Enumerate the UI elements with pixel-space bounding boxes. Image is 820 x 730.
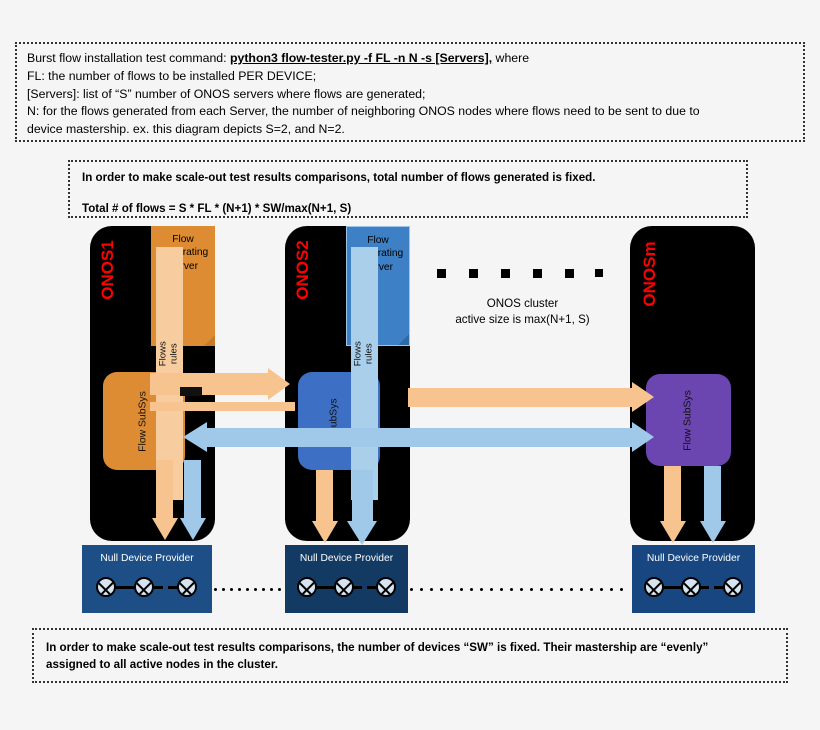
cluster-ellipsis-dots bbox=[437, 269, 607, 281]
page-fold-icon bbox=[204, 335, 215, 346]
null-device-provider-m: Null Device Provider bbox=[632, 545, 755, 613]
device-icon bbox=[723, 577, 743, 597]
arrow-onos1-to-onos2-orange bbox=[150, 368, 290, 400]
page-fold-icon bbox=[398, 334, 409, 345]
cluster-caption: ONOS cluster active size is max(N+1, S) bbox=[420, 296, 625, 327]
device-icon bbox=[177, 577, 197, 597]
note-mid-formula: Total # of flows = S * FL * (N+1) * SW/m… bbox=[82, 201, 352, 215]
command-text: python3 flow-tester.py -f FL -n N -s [Se… bbox=[229, 51, 493, 65]
arrow-down-orange-1 bbox=[152, 460, 178, 545]
onos-node-1-label: ONOS1 bbox=[98, 240, 117, 300]
note-top-line1-pre: Burst flow installation test command: bbox=[27, 51, 230, 65]
fgs2-line1: Flow bbox=[367, 235, 389, 246]
note-total-flows: In order to make scale-out test results … bbox=[68, 160, 748, 218]
arrow-down-orange-m bbox=[660, 466, 686, 548]
flow-subsys-m: Flow SubSys bbox=[646, 374, 731, 466]
onos-node-2-label: ONOS2 bbox=[293, 240, 312, 300]
null-device-provider-1: Null Device Provider bbox=[82, 545, 212, 613]
arrow-down-blue-m bbox=[700, 466, 726, 548]
arrow-to-onosm-orange bbox=[408, 382, 658, 412]
arrow-down-blue-2 bbox=[347, 470, 377, 548]
arrow-onos2-to-onos1-blue bbox=[183, 422, 413, 452]
device-icon bbox=[376, 577, 396, 597]
note-mid-line-1: In order to make scale-out test results … bbox=[82, 171, 596, 184]
device-chain-dots-1 bbox=[214, 588, 284, 592]
device-row-2 bbox=[285, 575, 408, 601]
device-icon bbox=[297, 577, 317, 597]
null-device-provider-2: Null Device Provider bbox=[285, 545, 408, 613]
note-top-line-4: N: for the flows generated from each Ser… bbox=[27, 104, 700, 119]
note-test-command: Burst flow installation test command: py… bbox=[15, 42, 805, 142]
device-row-1 bbox=[82, 575, 212, 601]
fgs1-line1: Flow bbox=[172, 234, 194, 245]
cluster-caption-line-1: ONOS cluster bbox=[486, 297, 559, 310]
arrow-down-blue-1 bbox=[180, 460, 206, 545]
onos-node-m-label: ONOSm bbox=[640, 241, 659, 307]
device-icon bbox=[134, 577, 154, 597]
device-icon bbox=[334, 577, 354, 597]
arrow-to-onosm-blue bbox=[398, 422, 658, 452]
black-marker-segment bbox=[180, 387, 202, 396]
device-row-m bbox=[632, 575, 755, 601]
flow-subsys-2-label: w SubSys bbox=[328, 398, 340, 445]
device-icon bbox=[644, 577, 664, 597]
band2-line2: rules bbox=[363, 343, 374, 365]
ndp-1-title: Null Device Provider bbox=[100, 553, 194, 564]
arrow-down-orange-2 bbox=[312, 470, 338, 548]
note-device-mastership: In order to make scale-out test results … bbox=[32, 628, 788, 683]
note-top-line-2: FL: the number of flows to be installed … bbox=[27, 68, 317, 83]
device-icon bbox=[681, 577, 701, 597]
band1-line1: Flows bbox=[157, 341, 169, 367]
fgs1-line2: Generating bbox=[157, 247, 209, 259]
note-top-line-5: device mastership. ex. this diagram depi… bbox=[27, 122, 345, 137]
band1-line2: rules bbox=[168, 343, 179, 365]
cluster-caption-line-2: active size is max(N+1, S) bbox=[455, 312, 590, 326]
fgs2-line2: Generating bbox=[352, 248, 404, 260]
note-bottom-line-2: assigned to all active nodes in the clus… bbox=[46, 657, 278, 671]
ndp-2-title: Null Device Provider bbox=[299, 553, 394, 564]
orange-connector-stub bbox=[150, 402, 295, 411]
device-chain-dots-2 bbox=[410, 588, 630, 592]
note-top-line-1: Burst flow installation test command: py… bbox=[27, 50, 793, 68]
flow-subsys-m-label: Flow SubSys bbox=[682, 390, 694, 451]
flow-subsys-1-label: Flow SubSys bbox=[137, 391, 149, 452]
ndp-m-title: Null Device Provider bbox=[646, 553, 741, 564]
device-icon bbox=[96, 577, 116, 597]
note-bottom-line-1: In order to make scale-out test results … bbox=[46, 641, 709, 654]
note-top-line-3: [Servers]: list of “S” number of ONOS se… bbox=[27, 86, 426, 101]
note-top-line1-post: where bbox=[492, 51, 530, 65]
band2-line1: Flows bbox=[352, 341, 364, 367]
